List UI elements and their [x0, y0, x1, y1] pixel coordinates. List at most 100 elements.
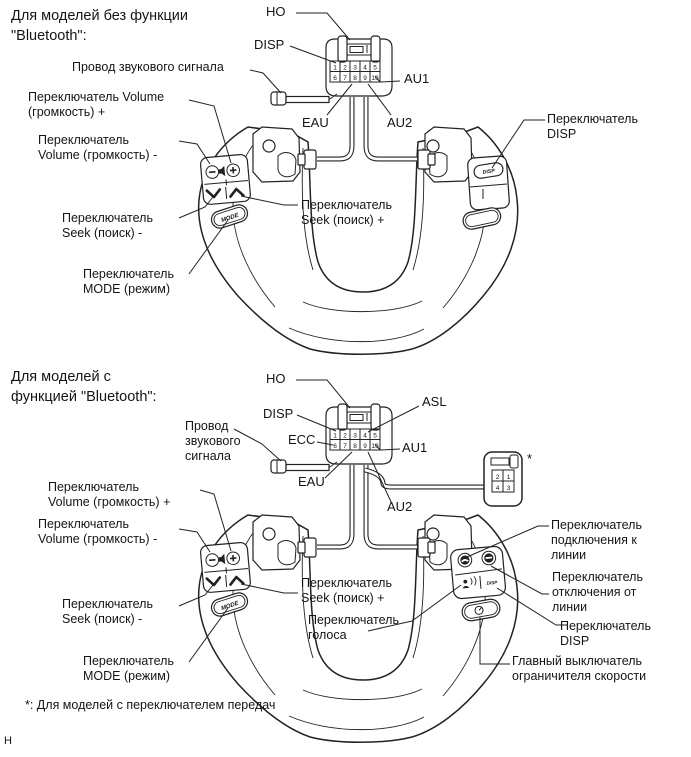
leader-asl-2: [367, 405, 420, 433]
leader-mode-2: [188, 607, 229, 663]
leader-ho-2: [296, 379, 351, 409]
pin-label-au1-2: AU1: [402, 440, 428, 455]
speed-limiter-button: [461, 598, 501, 622]
label-speed-limiter-2: Главный выключатель ограничителя скорост…: [512, 654, 647, 683]
disp-button-label-2: DISP: [486, 580, 498, 586]
leader-voice-2: [367, 584, 462, 632]
svg-text:8: 8: [353, 443, 357, 450]
pin-label-ecc-2: ECC: [288, 432, 316, 447]
bt-right-panel-2: DISP: [450, 545, 507, 600]
leader-lines-1: [178, 12, 545, 275]
leader-au2-2: [367, 451, 393, 505]
pin-label-au2-1: AU2: [387, 115, 413, 130]
leader-lines-2: [178, 379, 568, 665]
disp-panel-1: DISP: [462, 155, 510, 230]
label-voice-2: Переключатель голоса: [308, 613, 399, 642]
label-volume-plus-1: Переключатель Volume (громкость) +: [28, 90, 165, 119]
label-line-disconnect-2: Переключатель отключения от линии: [552, 570, 643, 614]
leader-line-connect-2: [466, 525, 549, 558]
pin-label-eau-2: EAU: [298, 474, 325, 489]
label-volume-minus-1: Переключатель Volume (громкость) -: [38, 133, 158, 162]
leader-seek-plus-2: [240, 583, 298, 594]
svg-text:4: 4: [363, 65, 367, 72]
svg-text:7: 7: [343, 75, 347, 82]
pin-label-eau-1: EAU: [302, 115, 329, 130]
svg-text:2: 2: [496, 474, 500, 481]
wiring-connector-2: 1 2 3 4 5 6 7 8 9 10: [325, 403, 393, 465]
svg-text:9: 9: [363, 443, 367, 450]
wiring-connector-1: 1 2 3 4 5 6 7 8 9 10: [325, 35, 393, 97]
leader-eau-1: [326, 83, 353, 116]
wire-harness-1: [317, 97, 417, 162]
leader-disp-switch-1: [491, 119, 545, 169]
voice-icon: [462, 576, 477, 589]
spoke-opening-1: [462, 207, 502, 230]
pin-label-au1-1: AU1: [404, 71, 430, 86]
leader-eau-2: [324, 451, 353, 479]
footnote: *: Для моделей с переключателем передач: [25, 698, 276, 712]
disp-button-label-1: DISP: [482, 168, 495, 176]
leader-horn-1: [249, 69, 282, 94]
aux-connector: 2 1 4 3 *: [483, 451, 532, 507]
section2-title: Для моделей с функцией "Bluetooth":: [11, 369, 157, 405]
svg-text:1: 1: [333, 65, 337, 72]
leader-disp-switch-2: [496, 587, 568, 626]
label-volume-plus-2: Переключатель Volume (громкость) +: [48, 480, 171, 509]
leader-volume-plus-1: [188, 99, 232, 164]
leader-au1-2: [374, 443, 401, 451]
line-connect-button: [457, 552, 473, 568]
label-seek-minus-2: Переключатель Seek (поиск) -: [62, 597, 153, 626]
pin-label-au2-2: AU2: [387, 499, 413, 514]
page-marker: H: [4, 735, 12, 747]
leader-au1-1: [374, 75, 401, 83]
asterisk-mark: *: [527, 451, 532, 466]
leader-ecc-2: [316, 441, 334, 446]
svg-text:5: 5: [373, 65, 377, 72]
phone-pickup-icon: [461, 558, 469, 563]
phone-hangup-icon: [485, 556, 493, 559]
pin-label-asl-2: ASL: [422, 394, 447, 409]
mode-button-label-1: MODE: [221, 212, 241, 224]
section1-title: Для моделей без функции "Bluetooth":: [11, 8, 189, 44]
leader-seek-plus-1: [240, 195, 298, 206]
label-volume-minus-2: Переключатель Volume (громкость) -: [38, 517, 158, 546]
wire-harness-2: [317, 465, 484, 550]
line-disconnect-button: [481, 550, 497, 566]
leader-seek-minus-2: [178, 584, 214, 607]
svg-text:3: 3: [353, 433, 357, 440]
mode-button-label-2: MODE: [221, 600, 241, 612]
label-seek-plus-1: Переключатель Seek (поиск) +: [301, 198, 392, 227]
leader-disp-pin-2: [296, 414, 337, 432]
leader-ho-1: [296, 12, 351, 41]
svg-text:5: 5: [373, 433, 377, 440]
pin-label-disp-2: DISP: [263, 406, 294, 421]
horn-wire-1: [270, 91, 338, 106]
pin-label-ho-2: HO: [266, 371, 286, 386]
label-mode-2: Переключатель MODE (режим): [83, 654, 174, 683]
leader-volume-minus-2: [178, 528, 211, 553]
svg-text:7: 7: [343, 443, 347, 450]
svg-text:1: 1: [507, 474, 511, 481]
leader-seek-minus-1: [178, 196, 214, 219]
label-line-connect-2: Переключатель подключения к линии: [551, 518, 642, 562]
label-disp-switch-2: Переключатель DISP: [560, 619, 651, 648]
speed-limiter-icon: [474, 605, 484, 615]
svg-text:4: 4: [496, 485, 500, 492]
pin-label-ho-1: HO: [266, 4, 286, 19]
svg-text:6: 6: [333, 75, 337, 82]
svg-text:4: 4: [363, 433, 367, 440]
svg-text:3: 3: [507, 485, 511, 492]
leader-disp-pin-1: [289, 45, 337, 64]
leader-horn-2: [233, 428, 282, 462]
leader-line-disconnect-2: [490, 565, 549, 595]
svg-text:8: 8: [353, 75, 357, 82]
svg-text:2: 2: [343, 433, 347, 440]
horn-wire-2: [270, 459, 338, 474]
svg-text:2: 2: [343, 65, 347, 72]
label-seek-plus-2: Переключатель Seek (поиск) +: [301, 576, 392, 605]
leader-volume-minus-1: [178, 140, 211, 165]
label-mode-1: Переключатель MODE (режим): [83, 267, 174, 296]
leader-mode-1: [188, 219, 229, 275]
